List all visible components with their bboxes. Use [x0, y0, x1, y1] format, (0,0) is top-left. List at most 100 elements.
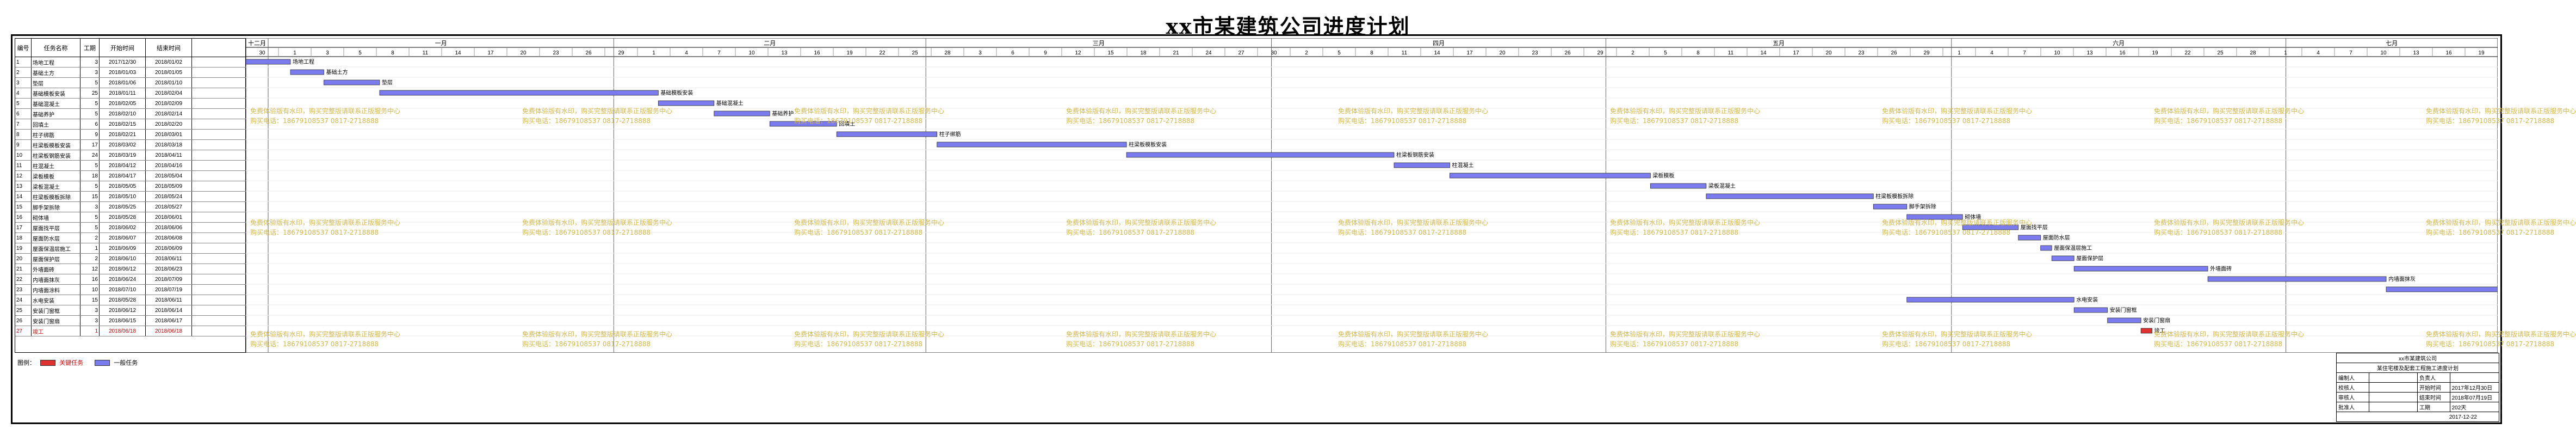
task-duration: 15 [81, 295, 100, 305]
task-id: 26 [15, 316, 32, 326]
day-label: 14 [455, 50, 461, 56]
task-id: 6 [15, 109, 32, 119]
watermark-line1: 免费体验版有水印，购买完整版请联系正版服务中心 [1610, 107, 1761, 115]
day-label: 11 [1728, 50, 1734, 56]
watermark-line2: 购买电话：18679108537 0817-2718888 [522, 229, 651, 236]
task-id: 3 [15, 78, 32, 88]
task-bar [836, 131, 938, 137]
task-note [192, 212, 246, 222]
watermark-line1: 免费体验版有水印，购买完整版请联系正版服务中心 [1338, 219, 1489, 226]
day-label: 5 [1337, 50, 1341, 56]
task-note [192, 99, 246, 108]
day-label: 17 [487, 50, 494, 56]
task-bar-label: 垫层 [382, 79, 393, 86]
task-note [192, 316, 246, 326]
task-id: 7 [15, 119, 32, 129]
task-id: 22 [15, 274, 32, 284]
info-value: 202天 [2451, 405, 2467, 411]
day-label: 6 [1011, 50, 1014, 56]
task-bar-label: 屋面保护层 [2076, 255, 2103, 262]
task-duration: 5 [81, 181, 100, 191]
task-note [192, 57, 246, 67]
watermark-line1: 免费体验版有水印，购买完整版请联系正版服务中心 [2426, 330, 2576, 338]
task-start: 2018/06/07 [100, 233, 146, 243]
col-header-id: 编号 [15, 39, 32, 57]
task-end: 2018/06/08 [146, 233, 192, 243]
task-end: 2018/03/18 [146, 140, 192, 150]
col-header-blank [192, 39, 246, 57]
watermark-line1: 免费体验版有水印，购买完整版请联系正版服务中心 [1338, 330, 1489, 338]
task-name: 垫层 [32, 78, 81, 88]
task-note [192, 223, 246, 232]
day-label: 9 [1044, 50, 1047, 56]
day-label: 25 [2217, 50, 2224, 56]
task-bar-label: 脚手架拆除 [1909, 203, 1936, 210]
day-label: 27 [1238, 50, 1244, 56]
info-key: 开始时间 [2418, 383, 2450, 392]
task-start: 2018/01/11 [100, 88, 146, 98]
task-note [192, 68, 246, 77]
day-label: 16 [2445, 50, 2452, 56]
task-bar [1906, 297, 2075, 303]
info-value [2369, 393, 2418, 402]
task-bar-label: 场地工程 [293, 58, 314, 65]
task-start: 2018/02/10 [100, 109, 146, 119]
task-name: 梁板混凝土 [32, 181, 81, 191]
day-label: 19 [846, 50, 853, 56]
day-label: 13 [781, 50, 788, 56]
task-name: 内墙面抹灰 [32, 274, 81, 284]
day-label: 24 [1205, 50, 1212, 56]
day-label: 22 [2184, 50, 2191, 56]
task-name: 场地工程 [32, 57, 81, 67]
watermark-line2: 购买电话：18679108537 0817-2718888 [2154, 117, 2283, 125]
task-start: 2018/05/25 [100, 202, 146, 212]
watermark-line2: 购买电话：18679108537 0817-2718888 [250, 229, 379, 236]
task-note [192, 295, 246, 305]
task-name: 安装门窗框 [32, 305, 81, 315]
task-id: 1 [15, 57, 32, 67]
col-header-end: 结束时间 [146, 39, 192, 57]
info-key: 结束时间 [2418, 393, 2450, 402]
task-note [192, 274, 246, 284]
day-label: 19 [2152, 50, 2158, 56]
task-end: 2018/06/09 [146, 243, 192, 253]
task-bar-label: 屋面防水层 [2043, 234, 2070, 241]
day-label: 7 [2349, 50, 2352, 56]
task-duration: 25 [81, 88, 100, 98]
task-bar [2073, 307, 2108, 313]
info-key: 审核人 [2337, 393, 2369, 402]
watermark-line2: 购买电话：18679108537 0817-2718888 [1882, 229, 2011, 236]
task-bar [2018, 235, 2041, 241]
watermark-line2: 购买电话：18679108537 0817-2718888 [2426, 117, 2555, 125]
day-label: 26 [1891, 50, 1897, 56]
task-bar [379, 90, 659, 96]
watermark-text: 免费体验版有水印，购买完整版请联系正版服务中心购买电话：18679108537 … [250, 218, 400, 237]
watermark-line1: 免费体验版有水印，购买完整版请联系正版服务中心 [2154, 330, 2305, 338]
task-bar [769, 121, 837, 127]
task-bar [2051, 255, 2075, 261]
watermark-line1: 免费体验版有水印，购买完整版请联系正版服务中心 [1338, 107, 1489, 115]
watermark-line2: 购买电话：18679108537 0817-2718888 [794, 117, 923, 125]
task-end: 2018/06/11 [146, 254, 192, 264]
day-label: 20 [1499, 50, 1506, 56]
task-bar [290, 69, 324, 75]
watermark-line1: 免费体验版有水印，购买完整版请联系正版服务中心 [250, 330, 401, 338]
task-end: 2018/02/04 [146, 88, 192, 98]
watermark-line1: 免费体验版有水印，购买完整版请联系正版服务中心 [1610, 330, 1761, 338]
watermark-line1: 免费体验版有水印，购买完整版请联系正版服务中心 [794, 330, 945, 338]
day-label: 1 [293, 50, 296, 56]
task-bar [2073, 266, 2208, 272]
task-duration: 5 [81, 212, 100, 222]
task-start: 2018/02/15 [100, 119, 146, 129]
task-name: 脚手架拆除 [32, 202, 81, 212]
task-bar [1650, 183, 1707, 189]
task-id: 19 [15, 243, 32, 253]
task-note [192, 140, 246, 150]
task-start: 2017/12/30 [100, 57, 146, 67]
